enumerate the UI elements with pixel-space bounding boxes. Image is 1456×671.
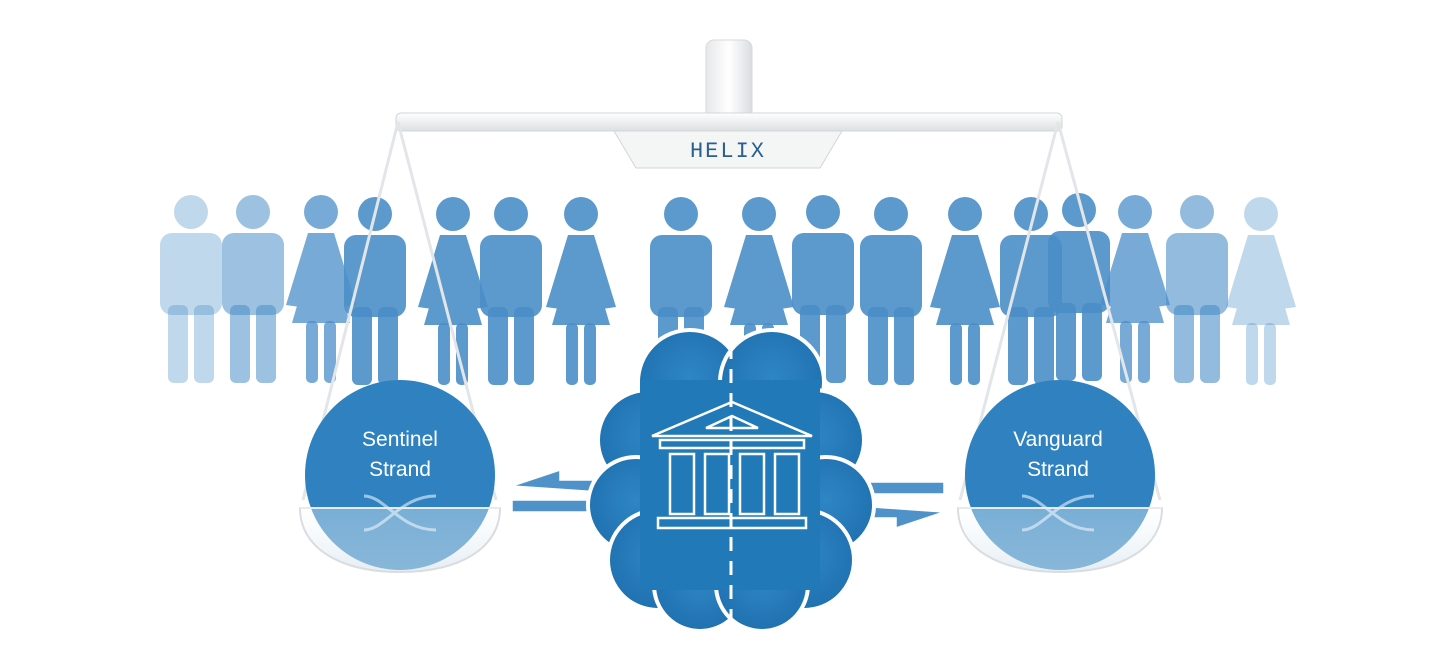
man-figure-icon: [222, 195, 284, 383]
man-figure-icon: [860, 197, 922, 385]
woman-figure-icon: [418, 197, 488, 385]
man-figure-icon: [1048, 193, 1110, 381]
left-pan-title-line1: Sentinel: [362, 428, 438, 451]
man-figure-icon: [480, 197, 542, 385]
right-pan-title-line2: Strand: [1027, 458, 1089, 481]
man-figure-icon: [160, 195, 222, 383]
woman-figure-icon: [546, 197, 616, 385]
left-pan-title-line2: Strand: [369, 458, 431, 481]
scale-post: [705, 39, 753, 121]
man-figure-icon: [1166, 195, 1228, 383]
arrow-left-icon: [511, 468, 603, 513]
woman-figure-icon: [930, 197, 1000, 385]
woman-figure-icon: [1226, 197, 1296, 385]
scale-beam: HELIX: [395, 112, 1063, 169]
scale-label: HELIX: [690, 139, 766, 164]
man-figure-icon: [344, 197, 406, 385]
left-pan: Sentinel Strand: [298, 380, 502, 574]
bank-building-icon: [651, 400, 813, 530]
right-pan: Vanguard Strand: [956, 380, 1164, 574]
right-pan-title-line1: Vanguard: [1013, 428, 1103, 451]
woman-figure-icon: [1100, 195, 1170, 383]
